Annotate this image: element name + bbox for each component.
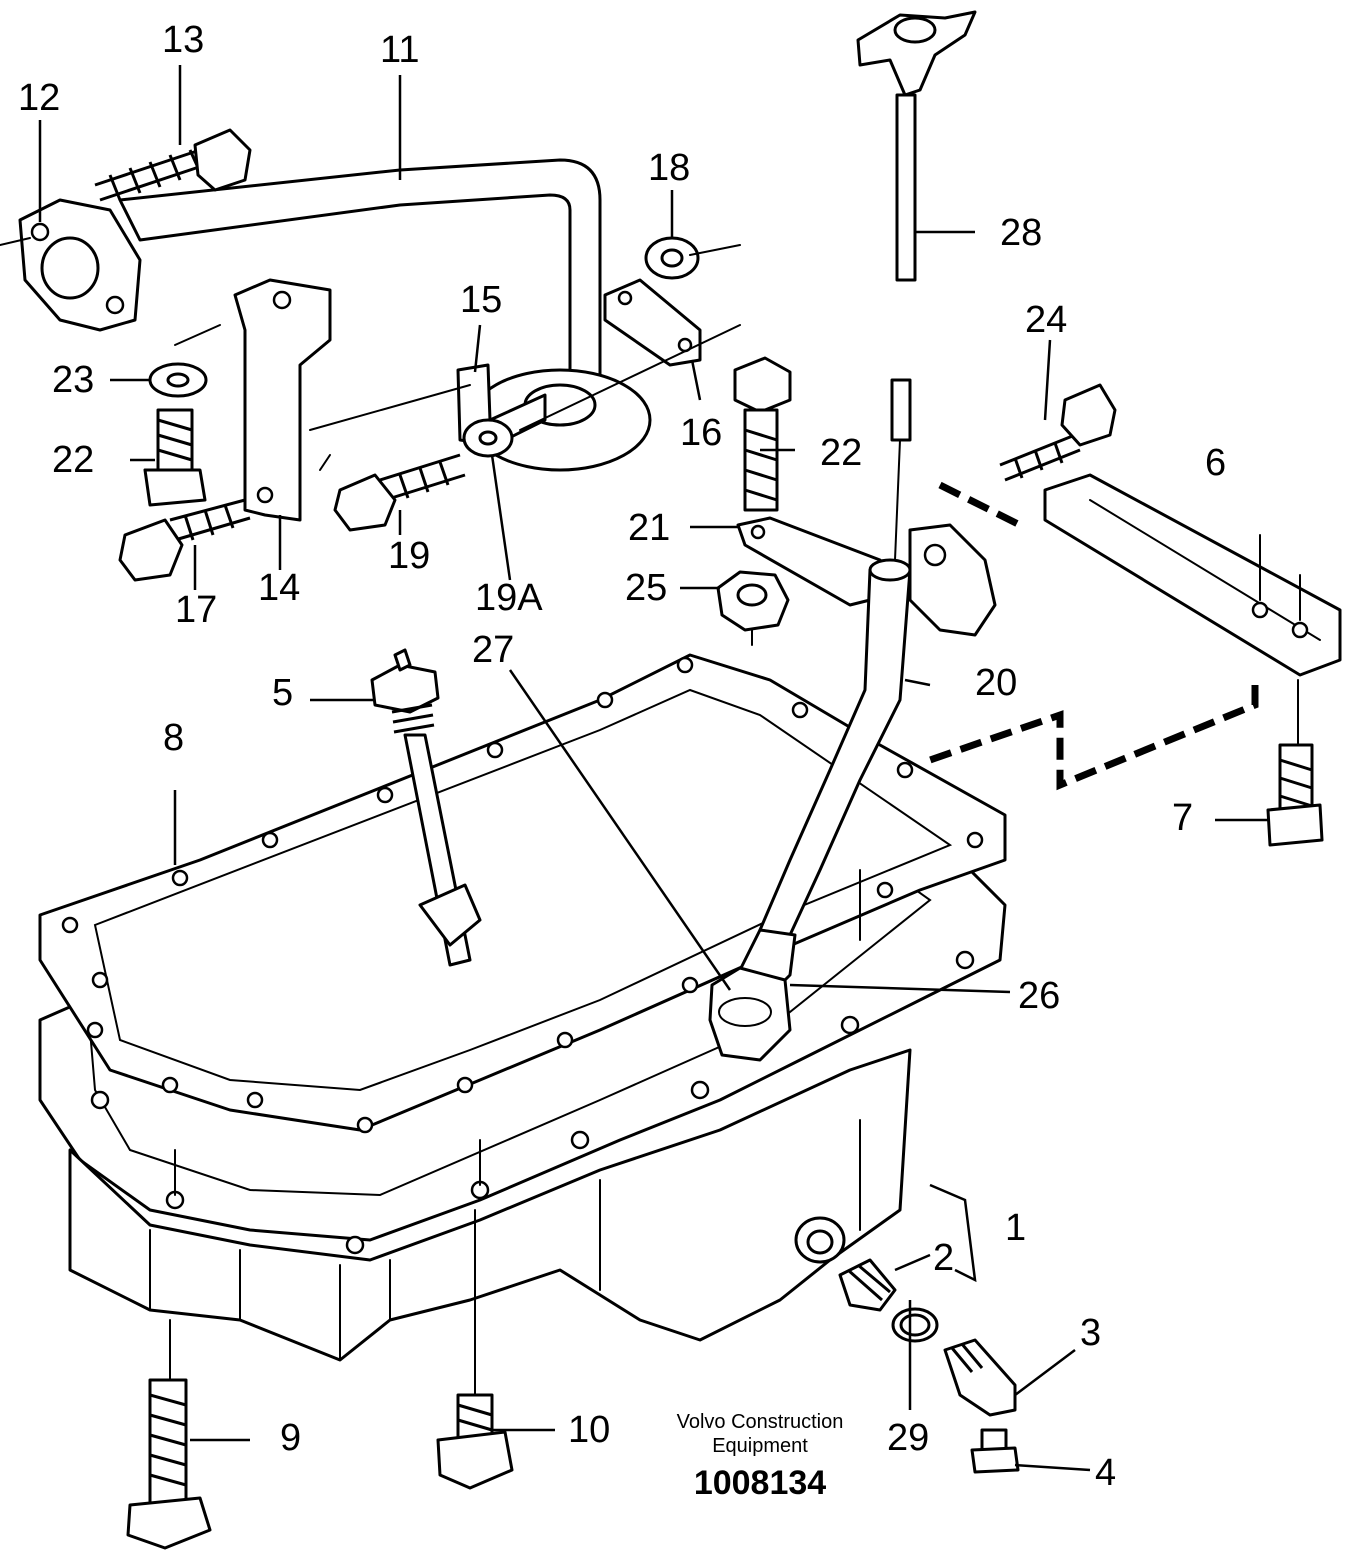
callout-28: 28 <box>1000 212 1042 254</box>
bolt-22-right <box>733 356 792 512</box>
screw-7 <box>1266 743 1324 847</box>
alignment-lines <box>0 237 1301 1396</box>
callout-6: 6 <box>1205 442 1226 484</box>
nut-18 <box>644 236 700 280</box>
plug-2 <box>838 1258 897 1312</box>
callout-3: 3 <box>1080 1312 1101 1354</box>
callout-23: 23 <box>52 359 94 401</box>
callout-21: 21 <box>628 507 670 549</box>
bolt-22-left <box>143 408 207 507</box>
bolt-24 <box>999 383 1117 482</box>
washer-23 <box>148 362 208 398</box>
callout-27: 27 <box>472 629 514 671</box>
callout-5: 5 <box>272 672 293 714</box>
bolt-19 <box>333 453 466 532</box>
callout-16: 16 <box>680 412 722 454</box>
callout-24: 24 <box>1025 299 1067 341</box>
plate-16 <box>603 278 702 367</box>
callout-12: 12 <box>18 77 60 119</box>
brand-line-1: Volvo Construction <box>676 1411 844 1433</box>
callout-22-left: 22 <box>52 439 94 481</box>
callout-22-right: 22 <box>820 432 862 474</box>
elbow-3 <box>943 1338 1017 1417</box>
nut-25 <box>716 570 790 632</box>
bracket-14 <box>233 278 332 522</box>
plug-4 <box>970 1428 1020 1474</box>
bolt-9 <box>126 1378 212 1550</box>
dipstick-28 <box>856 10 977 561</box>
sensor-5 <box>370 648 482 967</box>
gasket-holes <box>61 656 984 1134</box>
callout-10: 10 <box>568 1409 610 1451</box>
callout-19a: 19A <box>475 577 543 619</box>
callout-29: 29 <box>887 1417 929 1459</box>
document-number: 1008134 <box>693 1464 827 1502</box>
callout-9: 9 <box>280 1417 301 1459</box>
callout-4: 4 <box>1095 1452 1116 1494</box>
o-ring-29 <box>891 1307 939 1343</box>
bolt-17 <box>118 498 251 582</box>
callout-14: 14 <box>258 567 300 609</box>
brand-line-2: Equipment <box>712 1435 808 1457</box>
callout-labels: 1 2 3 4 5 6 7 8 9 10 11 12 13 14 15 16 1… <box>18 19 1226 1494</box>
bolt-13 <box>94 128 252 202</box>
washer-19a <box>462 418 514 458</box>
callout-15: 15 <box>460 279 502 321</box>
rail-6 <box>1043 473 1342 677</box>
dipstick-tube-20 <box>758 523 997 937</box>
leader-lines <box>38 65 1270 1472</box>
callout-20: 20 <box>975 662 1017 704</box>
callout-18: 18 <box>648 147 690 189</box>
callout-19: 19 <box>388 535 430 577</box>
callout-13: 13 <box>162 19 204 61</box>
callout-2: 2 <box>933 1237 954 1279</box>
bolt-10 <box>436 1393 514 1490</box>
callout-26: 26 <box>1018 975 1060 1017</box>
callout-1: 1 <box>1005 1207 1026 1249</box>
callout-11: 11 <box>380 29 419 71</box>
callout-25: 25 <box>625 567 667 609</box>
publisher-footer: Volvo Construction Equipment 1008134 <box>650 1410 870 1508</box>
callout-7: 7 <box>1172 797 1193 839</box>
fitting-27 <box>708 966 792 1062</box>
sump-gasket <box>38 653 1007 1134</box>
callout-8: 8 <box>163 717 184 759</box>
callout-17: 17 <box>175 589 217 631</box>
